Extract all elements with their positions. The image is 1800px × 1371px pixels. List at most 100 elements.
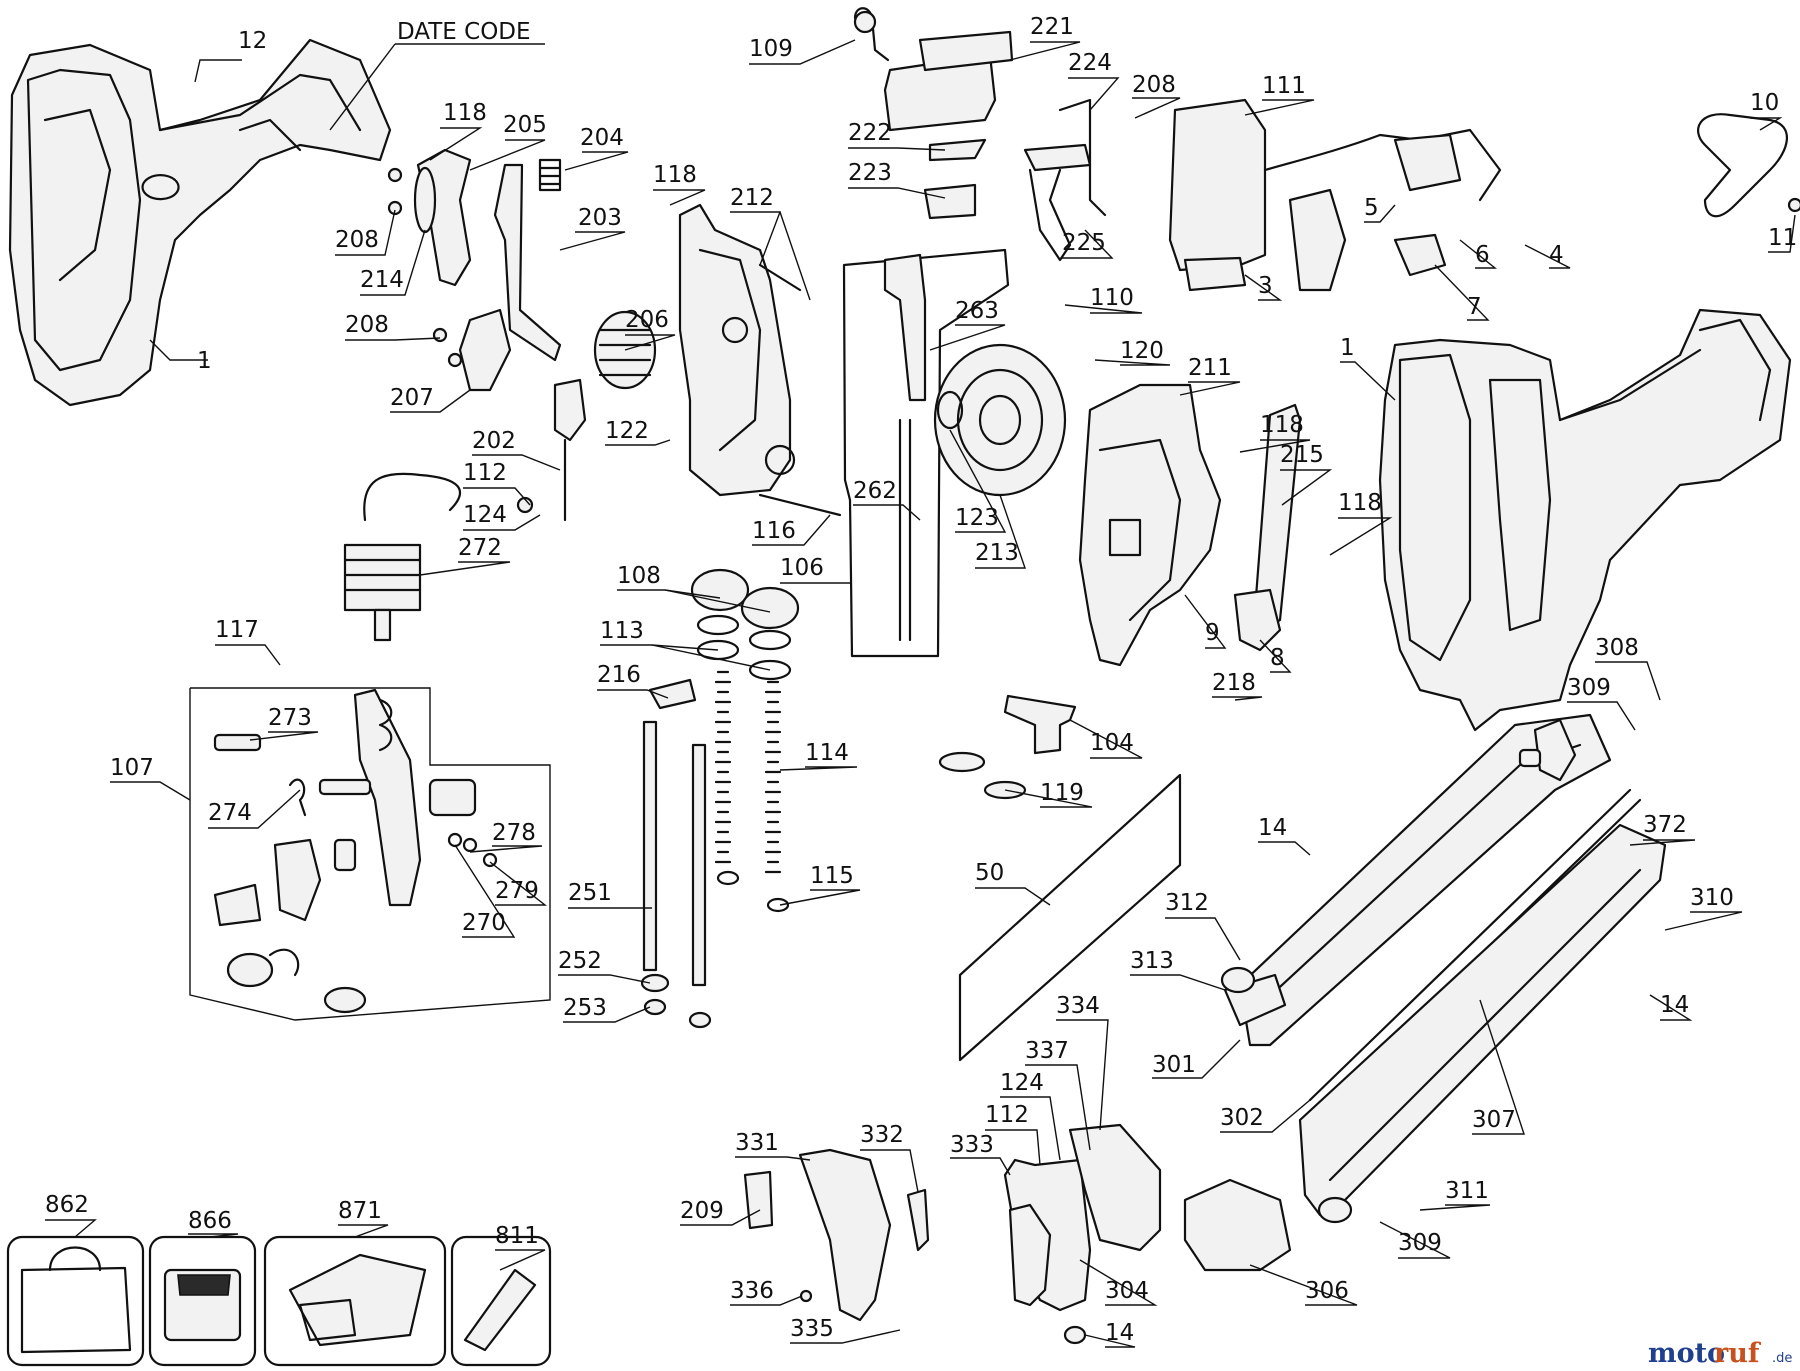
callout-208c: 208	[1132, 72, 1176, 98]
callout-212: 212	[730, 185, 774, 211]
callout-104: 104	[1090, 730, 1134, 756]
callout-leader-208a	[335, 209, 396, 256]
callout-leader-212	[779, 211, 811, 301]
callout-309a: 309	[1567, 675, 1611, 701]
callout-leader-8	[1259, 639, 1292, 673]
callout-251: 251	[568, 880, 612, 906]
callout-leader-119	[1004, 789, 1093, 808]
callout-252: 252	[558, 948, 602, 974]
callout-leader-206	[624, 334, 676, 351]
callout-211: 211	[1188, 355, 1232, 381]
callout-leader-334	[1056, 1019, 1109, 1131]
callout-304: 304	[1105, 1278, 1149, 1304]
callout-leader-118a	[429, 127, 483, 161]
callout-115: 115	[810, 863, 854, 889]
callout-10: 10	[1750, 90, 1779, 116]
solenoid-assembly	[343, 472, 461, 642]
callout-leader-113	[651, 644, 771, 671]
callout-223: 223	[848, 160, 892, 186]
watermark-brand-ruf: ruf	[1714, 1338, 1762, 1369]
callout-leader-1a	[149, 339, 208, 361]
callout-leader-3	[1244, 274, 1283, 301]
housing-right	[1378, 308, 1792, 732]
callout-leader-203	[559, 231, 626, 251]
callout-14c: 14	[1105, 1320, 1134, 1346]
callout-109: 109	[749, 36, 793, 62]
pusher-assembly-group	[189, 687, 551, 1021]
switch-pack-parts	[853, 7, 1107, 262]
callout-308: 308	[1595, 635, 1639, 661]
callout-9: 9	[1205, 620, 1220, 646]
callout-leader-274	[208, 789, 301, 829]
callout-leader-223	[848, 187, 946, 199]
callout-leader-14c	[1084, 1334, 1136, 1348]
callout-leader-306	[1249, 1264, 1358, 1306]
nosepiece-parts	[743, 1123, 1292, 1345]
callout-203: 203	[578, 205, 622, 231]
callout-leader-311	[1419, 1204, 1491, 1211]
callout-279: 279	[495, 878, 539, 904]
callout-222: 222	[848, 120, 892, 146]
callout-118d: 118	[1338, 490, 1382, 516]
callout-273: 273	[268, 705, 312, 731]
callout-332: 332	[860, 1122, 904, 1148]
callout-leader-309a	[1567, 701, 1636, 731]
callout-leader-221	[1009, 41, 1081, 61]
belt-hook	[1697, 113, 1800, 218]
callout-leader-208b	[345, 337, 441, 341]
callout-leader-4	[1524, 244, 1571, 269]
callout-204: 204	[580, 125, 624, 151]
watermark-brand-moto: moto	[1648, 1338, 1725, 1369]
callout-262: 262	[853, 478, 897, 504]
callout-122: 122	[605, 418, 649, 444]
callout-leader-211	[1179, 381, 1241, 396]
callout-124b: 124	[1000, 1070, 1044, 1096]
callout-310: 310	[1690, 885, 1734, 911]
callout-leader-112a	[463, 487, 531, 506]
callout-leader-118d	[1329, 517, 1393, 556]
callout-leader-114	[779, 766, 858, 771]
callout-253: 253	[563, 995, 607, 1021]
nose-frame	[1078, 383, 1302, 667]
callout-124a: 124	[463, 502, 507, 528]
callout-213: 213	[975, 540, 1019, 566]
callout-5: 5	[1364, 195, 1379, 221]
callout-274: 274	[208, 800, 252, 826]
watermark-suffix: .de	[1772, 1351, 1792, 1366]
callout-871: 871	[338, 1198, 382, 1224]
callout-leader-202	[472, 454, 561, 471]
callout-leader-309b	[1379, 1221, 1451, 1259]
callout-119: 119	[1040, 780, 1084, 806]
callout-leader-204	[564, 151, 629, 171]
callout-leader-111	[1244, 99, 1315, 116]
callout-leader-308	[1595, 661, 1661, 701]
callout-leader-335	[790, 1329, 901, 1344]
callout-334: 334	[1056, 993, 1100, 1019]
callout-leader-278	[469, 845, 543, 853]
date-code-label: DATE CODE	[397, 19, 531, 45]
callout-313: 313	[1130, 948, 1174, 974]
callout-leader-50	[975, 887, 1051, 906]
callout-leader-215	[1280, 469, 1333, 506]
callout-leader-120	[1094, 359, 1171, 366]
callout-309b: 309	[1398, 1230, 1442, 1256]
callout-221: 221	[1030, 14, 1074, 40]
callout-8: 8	[1270, 645, 1285, 671]
callout-224: 224	[1068, 50, 1112, 76]
control-module	[1168, 98, 1502, 292]
callout-1a: 1	[197, 348, 212, 374]
callout-leader-107	[110, 781, 191, 801]
callout-leader-213	[975, 494, 1026, 569]
callout-leader-252	[558, 974, 651, 984]
callout-leader-263	[929, 324, 1006, 351]
callout-108: 108	[617, 563, 661, 589]
callout-leader-218	[1212, 696, 1263, 701]
callout-215: 215	[1280, 442, 1324, 468]
callout-312: 312	[1165, 890, 1209, 916]
callout-leader-372	[1629, 839, 1696, 846]
callout-331: 331	[735, 1130, 779, 1156]
callout-206: 206	[625, 307, 669, 333]
callout-leader-5	[1364, 204, 1396, 223]
callout-leader-109	[749, 39, 856, 65]
